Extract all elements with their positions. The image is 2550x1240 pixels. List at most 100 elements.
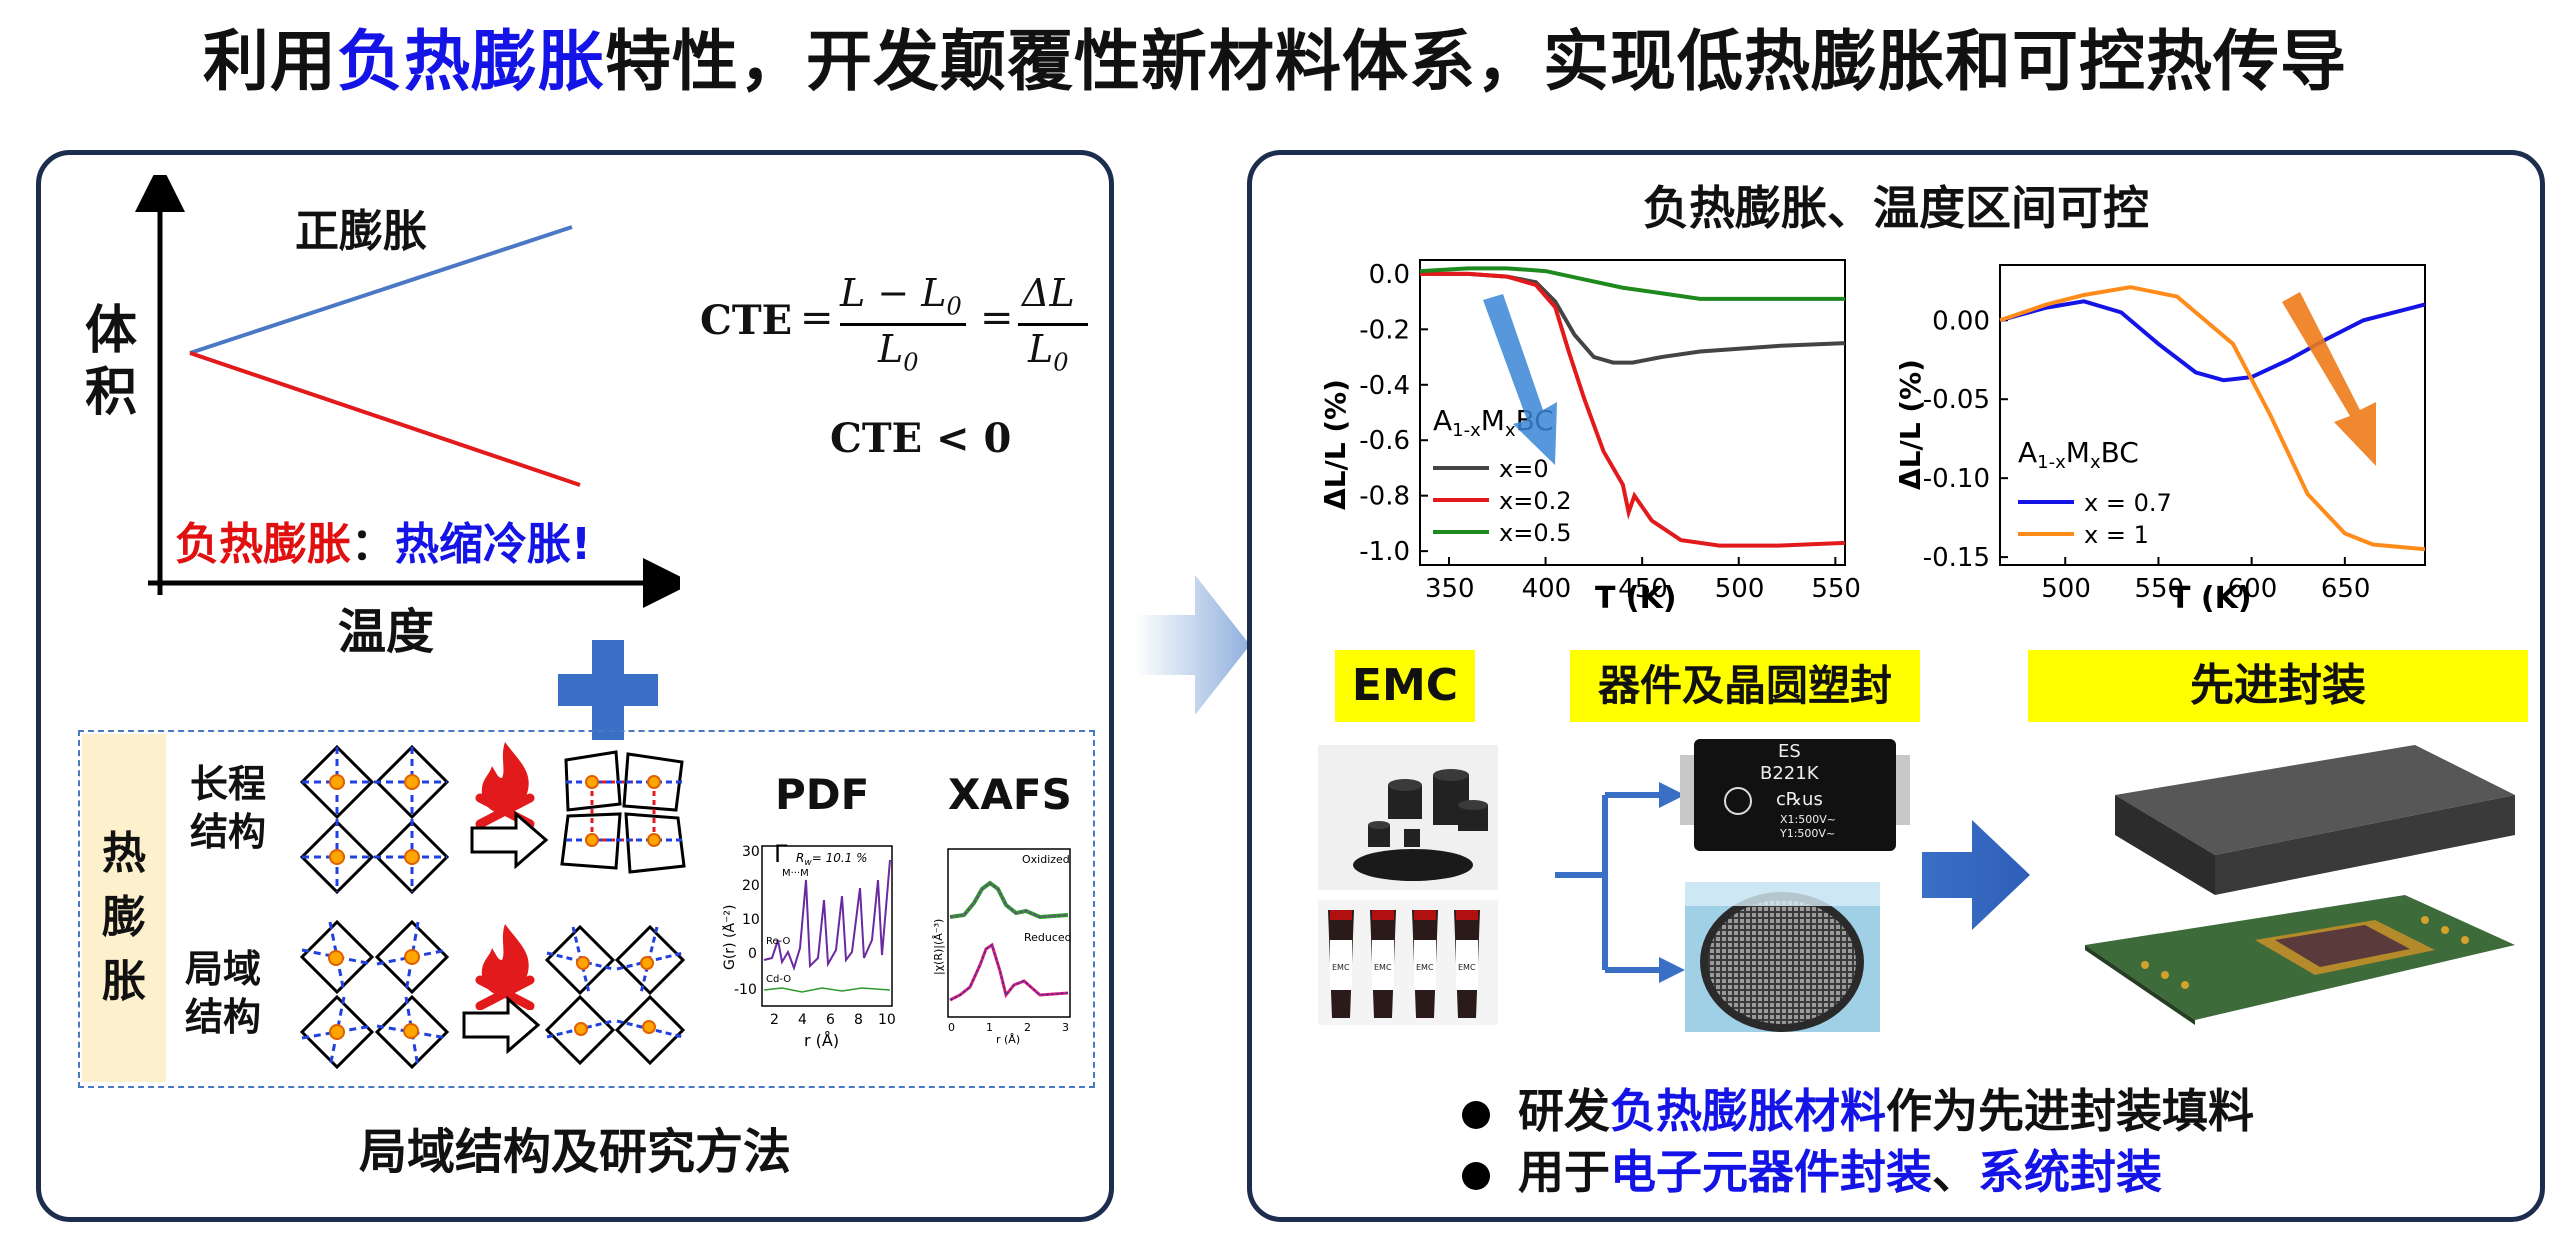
c2-series-line [1999,299,2426,383]
chip-text: Y1:500V~ [1779,827,1835,840]
neg-label-blue: 热缩冷胀! [395,519,592,570]
pdf-peak-label: Cd-O [766,974,791,985]
c1-ytick-label: -0.8 [1359,482,1410,512]
chip-text: c℞us [1776,789,1823,810]
emc-tube-label: EMC [1458,963,1476,972]
denominator2-sub: 0 [1053,348,1069,377]
chart-2-frame [1999,264,2426,566]
c1-legend-label: x=0.2 [1499,487,1571,515]
xafs-xtick: 0 [948,1021,955,1034]
long-range-lattice [300,745,450,895]
page-title: 利用负热膨胀特性，开发颠覆性新材料体系，实现低热膨胀和可控热传导 [0,8,2550,104]
device-packaging-label: 器件及晶圆塑封 [1570,650,1920,722]
c1-ytick-label: -0.4 [1359,371,1410,401]
rw-sub: w [804,858,812,868]
chart-1-xlabel: T (K) [1595,581,1677,616]
fraction-1-bar [840,323,966,326]
c2-ytick-label: -0.05 [1923,385,1990,415]
c1-xtick-label: 450 [1618,574,1668,604]
chip-text: X1:500V~ [1780,813,1836,826]
c1-ytick-label: -0.2 [1359,315,1410,345]
bullet-1-post: 作为先进封装填料 [1886,1084,2254,1138]
branch-arrows [1555,782,1685,983]
cte-inequality: CTE < 0 [830,415,1012,462]
pdf-ytick: 0 [748,946,757,962]
fraction-1-denominator: L0 [878,327,919,377]
c2-lt-bc: BC [2101,436,2139,469]
emc-pellets-picture [1318,745,1498,890]
c2-lt-sub1: 1-x [2037,452,2066,473]
bullet-2-highlight: 电子元器件封装 [1610,1145,1932,1199]
c1-xtick-label: 350 [1425,574,1475,604]
c1-lt-m: M [1481,404,1505,437]
c2-legend-label: x = 0.7 [2084,489,2172,517]
c2-legend-label: x = 1 [2084,521,2149,549]
bullet-2-pre: 用于 [1518,1145,1610,1199]
bullet-1-highlight: 负热膨胀材料 [1610,1084,1886,1138]
packaged-chip-picture: ES B221K c℞us X1:500V~ Y1:500V~ [1680,739,1910,851]
bullet-dot [1462,1100,1490,1129]
pdf-peak-label: M···M [782,868,809,879]
pdf-xtick: 10 [878,1012,896,1028]
pdf-plot: Γ Rw= 10.1 % M···M Re-O Cd-O 30 20 10 0 … [722,840,896,1050]
flow-arrow-icon [1922,820,2030,930]
c2-ytick-label: 0.00 [1932,306,1990,336]
c1-legend-label: x=0 [1499,455,1549,483]
left-panel-caption: 局域结构及研究方法 [358,1124,791,1180]
chart-2-trend-arrow-icon [2282,292,2376,466]
local-structure-label: 局域结构 [185,947,262,1039]
negative-expansion-label: 负热膨胀：热缩冷胀! [175,508,591,572]
rw-main: R [796,851,804,865]
cte-text: CTE [700,297,793,344]
c1-series-line [1419,266,1845,301]
bullet-2-mid: 、 [1932,1145,1978,1199]
fraction-2-numerator: ΔL [1022,271,1075,315]
c1-lt-a: A [1433,404,1452,437]
title-part1: 利用 [203,23,337,100]
pdf-difference-line [763,987,891,993]
xafs-plot: Oxidized Reduced |χ(R)|(Å⁻³) 0 1 2 3 r (… [932,848,1072,1045]
title-part2: 特性，开发颠覆性新材料体系，实现低热膨胀和可控热传导 [605,23,2347,100]
c1-xtick-label: 500 [1715,574,1765,604]
pdf-xlabel: r (Å) [804,1031,839,1050]
right-panel-header: 负热膨胀、温度区间可控 [1643,181,2149,235]
plus-icon [558,640,658,740]
c2-xtick-label: 650 [2321,574,2371,604]
c1-series-line [1420,271,1846,548]
emc-tube-label: EMC [1374,963,1392,972]
arrow-right-icon [470,810,549,870]
chart-2-legend-title: A1-xMxBC [2018,436,2139,473]
equals-2: = [980,295,1014,341]
pdf-xtick: 8 [854,1012,863,1028]
volume-temperature-sketch [135,175,680,608]
methods-box [78,730,1095,1088]
emc-tube-label: EMC [1416,963,1434,972]
xafs-oxidized-line [949,880,1069,920]
pdf-observed-line [763,859,891,972]
denominator2-text: L [1028,327,1054,371]
chart-1-trend-arrow-icon [1483,294,1557,465]
chip-text: B221K [1760,763,1820,784]
numerator-text: L − L [840,271,947,315]
xafs-xtick: 3 [1062,1021,1069,1034]
c2-ytick-label: -0.10 [1923,464,1990,494]
chart-2-xlabel: T (K) [2170,581,2252,616]
xafs-reduced-label: Reduced [1024,931,1072,944]
xafs-oxidized-fit [949,882,1069,918]
pdf-rw: Rw= 10.1 % [796,851,868,868]
denominator-text: L [878,327,904,371]
pdf-gamma: Γ [774,840,788,868]
c2-lt-sub2: x [2090,452,2101,473]
positive-expansion-line [189,225,573,355]
c1-xtick-label: 400 [1522,574,1572,604]
positive-expansion-label: 正膨胀 [295,206,427,257]
bullet-1: 研发负热膨胀材料作为先进封装填料 [1462,1075,2254,1141]
fraction-1-numerator: L − L0 [840,271,962,321]
xafs-oxidized-label: Oxidized [1022,853,1070,866]
denominator-sub: 0 [903,348,919,377]
c1-xtick-label: 550 [1811,574,1861,604]
transition-arrow-icon [1135,575,1250,715]
pdf-peak-label: Re-O [766,936,791,947]
